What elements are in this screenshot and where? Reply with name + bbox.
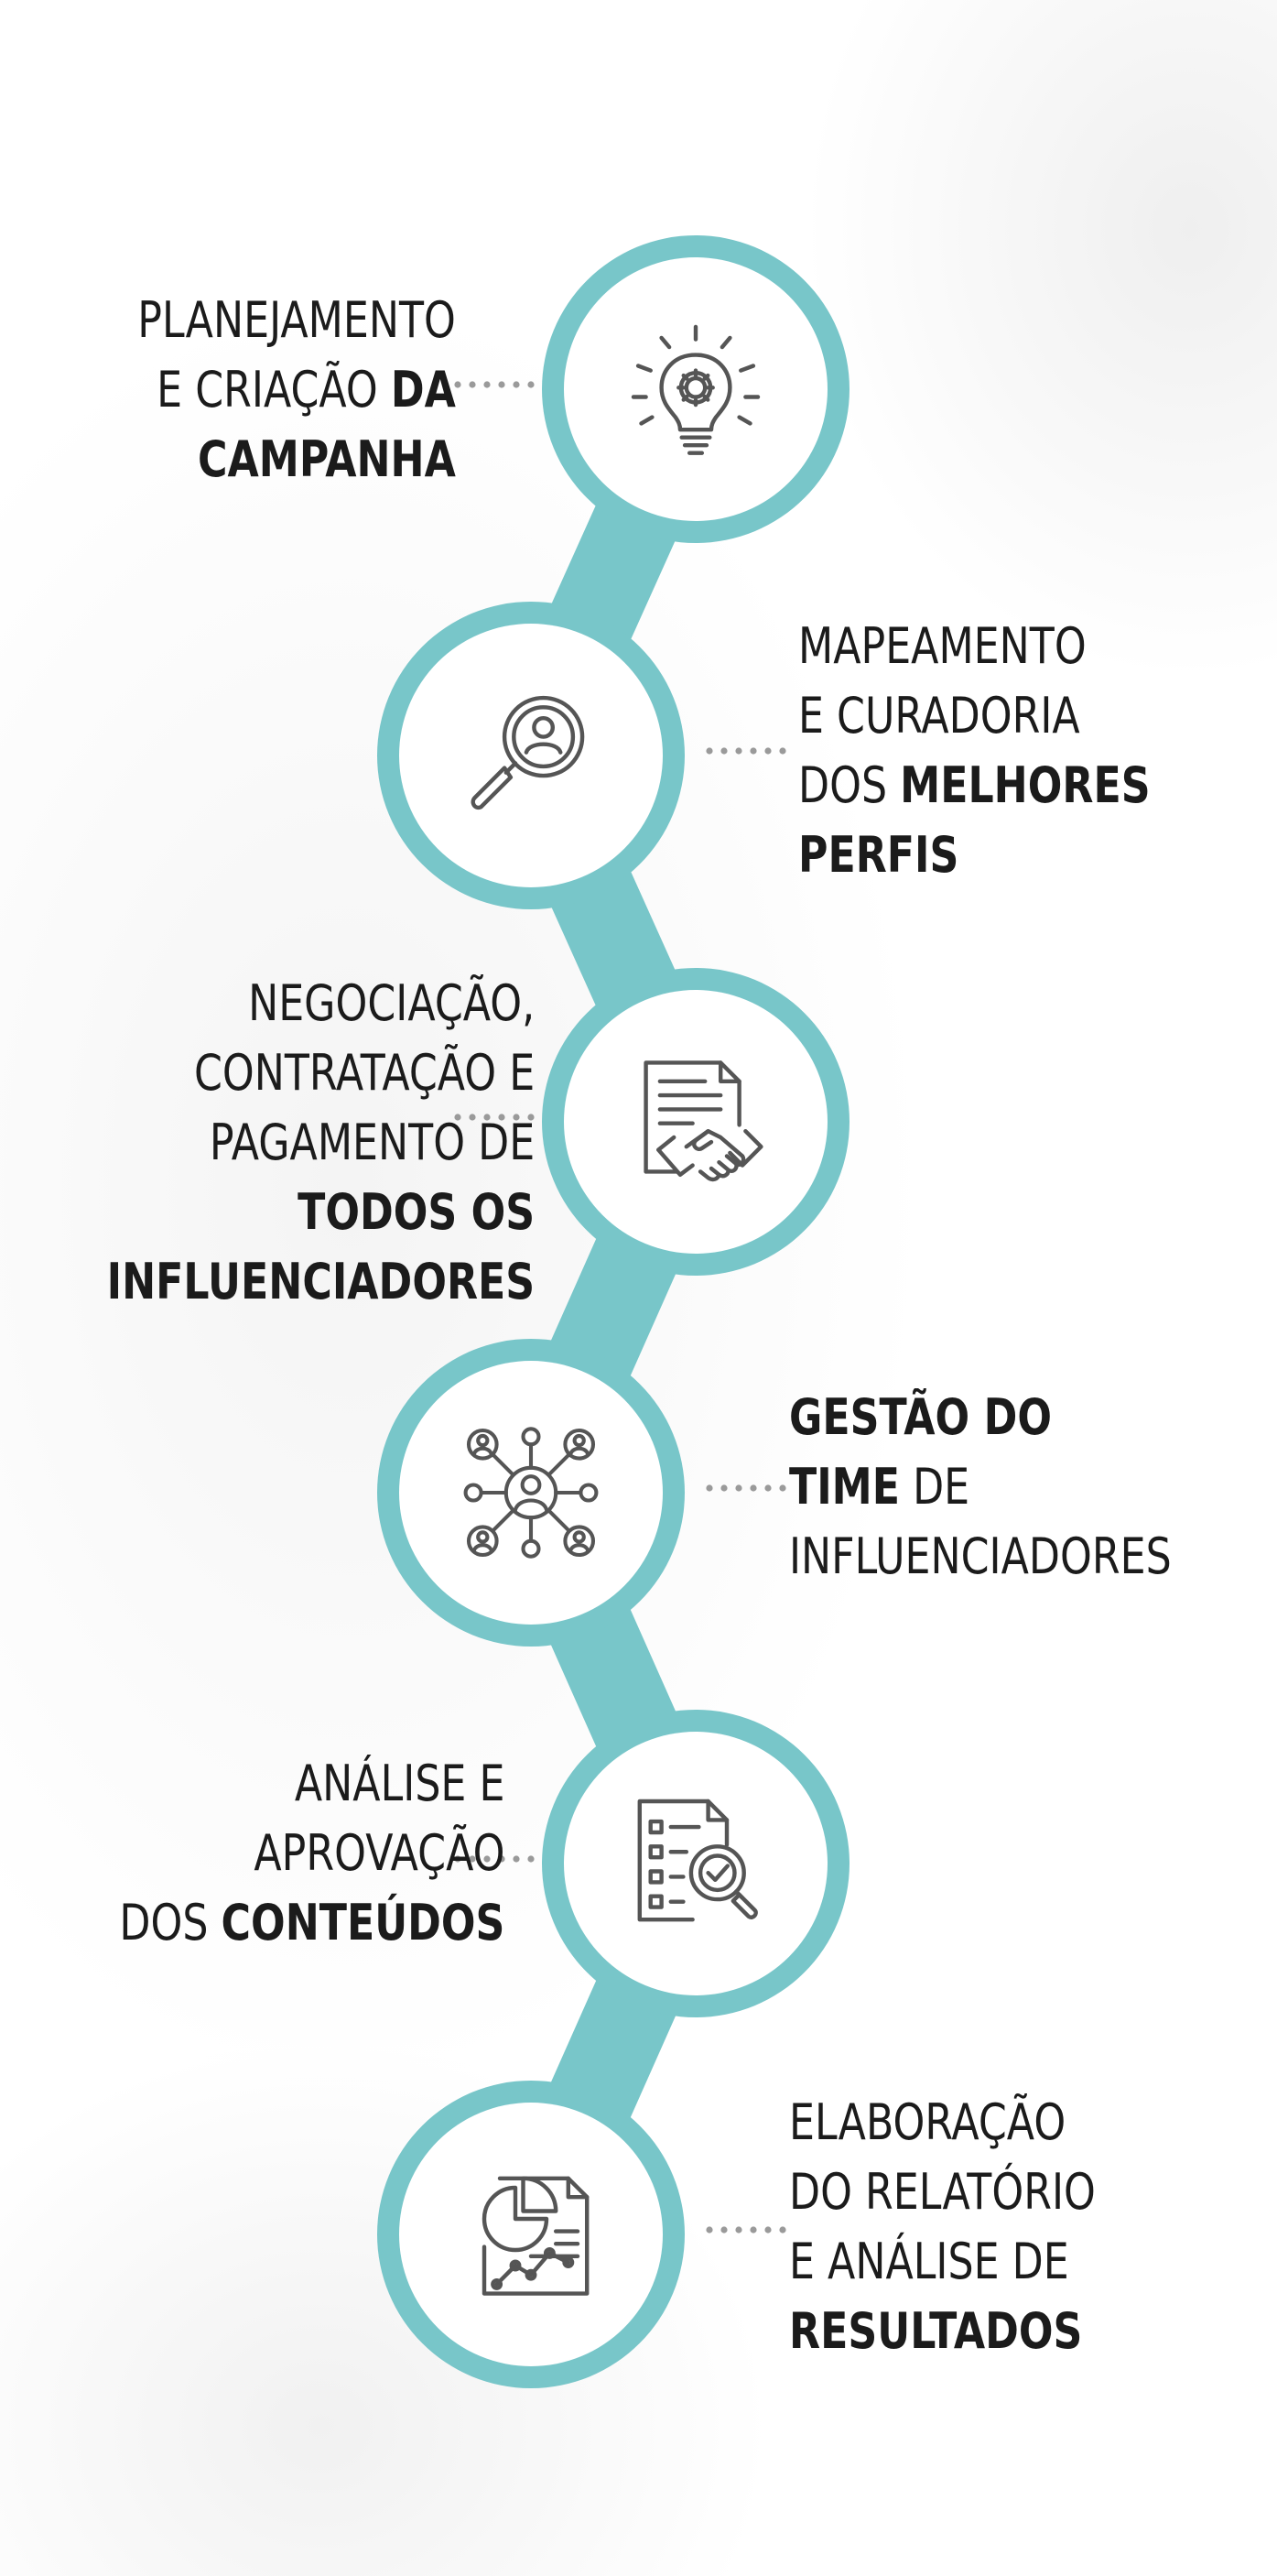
- step-node-face: [399, 2103, 663, 2366]
- team-network-icon: [453, 1415, 609, 1571]
- step-node-face: [564, 1732, 828, 1995]
- leader-dot: [527, 381, 535, 388]
- dotted-leader: [454, 1114, 535, 1121]
- dotted-leader: [706, 747, 786, 755]
- leader-dot: [706, 1484, 713, 1492]
- step-node-face: [564, 990, 828, 1254]
- leader-dot: [454, 1114, 461, 1121]
- leader-dot: [779, 2226, 786, 2234]
- leader-dot: [779, 747, 786, 755]
- leader-dot: [498, 1855, 505, 1863]
- dotted-leader: [454, 381, 535, 388]
- step-label-negociacao: NEGOCIAÇÃO, CONTRATAÇÃO E PAGAMENTO DE T…: [106, 974, 536, 1310]
- dotted-leader: [454, 1855, 535, 1863]
- leader-dot: [483, 1855, 491, 1863]
- step-node-face: [399, 624, 663, 887]
- leader-dot: [706, 747, 713, 755]
- leader-dot: [750, 1484, 757, 1492]
- dotted-leader: [706, 1484, 786, 1492]
- leader-dot: [750, 747, 757, 755]
- step-label-planejamento: PLANEJAMENTO E CRIAÇÃO DA CAMPANHA: [137, 291, 456, 488]
- step-node-face: [564, 257, 828, 521]
- leader-dot: [469, 1114, 476, 1121]
- step-label-gestao: GESTÃO DO TIME DE INFLUENCIADORES: [789, 1388, 1172, 1585]
- leader-dot: [720, 747, 728, 755]
- leader-dot: [498, 1114, 505, 1121]
- leader-dot: [735, 747, 742, 755]
- leader-dot: [720, 2226, 728, 2234]
- leader-dot: [513, 381, 520, 388]
- contract-handshake-icon: [618, 1044, 774, 1200]
- magnifier-profile-icon: [453, 678, 609, 833]
- report-chart-icon: [453, 2157, 609, 2312]
- leader-dot: [469, 1855, 476, 1863]
- leader-dot: [764, 1484, 772, 1492]
- leader-dot: [779, 1484, 786, 1492]
- step-label-analise: ANÁLISE E APROVAÇÃO DOS CONTEÚDOS: [118, 1755, 504, 1951]
- leader-dot: [513, 1114, 520, 1121]
- leader-dot: [706, 2226, 713, 2234]
- checklist-review-icon: [618, 1786, 774, 1941]
- leader-dot: [454, 1855, 461, 1863]
- leader-dot: [735, 2226, 742, 2234]
- leader-dot: [720, 1484, 728, 1492]
- leader-dot: [483, 381, 491, 388]
- leader-dot: [527, 1114, 535, 1121]
- leader-dot: [513, 1855, 520, 1863]
- leader-dot: [527, 1855, 535, 1863]
- leader-dot: [469, 381, 476, 388]
- leader-dot: [750, 2226, 757, 2234]
- leader-dot: [454, 381, 461, 388]
- step-label-mapeamento: MAPEAMENTO E CURADORIA DOS MELHORES PERF…: [798, 617, 1151, 884]
- leader-dot: [498, 381, 505, 388]
- lightbulb-gear-icon: [618, 311, 774, 467]
- dotted-leader: [706, 2226, 786, 2234]
- chain-rings: [377, 235, 850, 2388]
- leader-dot: [764, 747, 772, 755]
- leader-dot: [735, 1484, 742, 1492]
- leader-dot: [483, 1114, 491, 1121]
- leader-dot: [764, 2226, 772, 2234]
- step-label-elaboracao: ELABORAÇÃO DO RELATÓRIO E ANÁLISE DE RES…: [789, 2093, 1096, 2360]
